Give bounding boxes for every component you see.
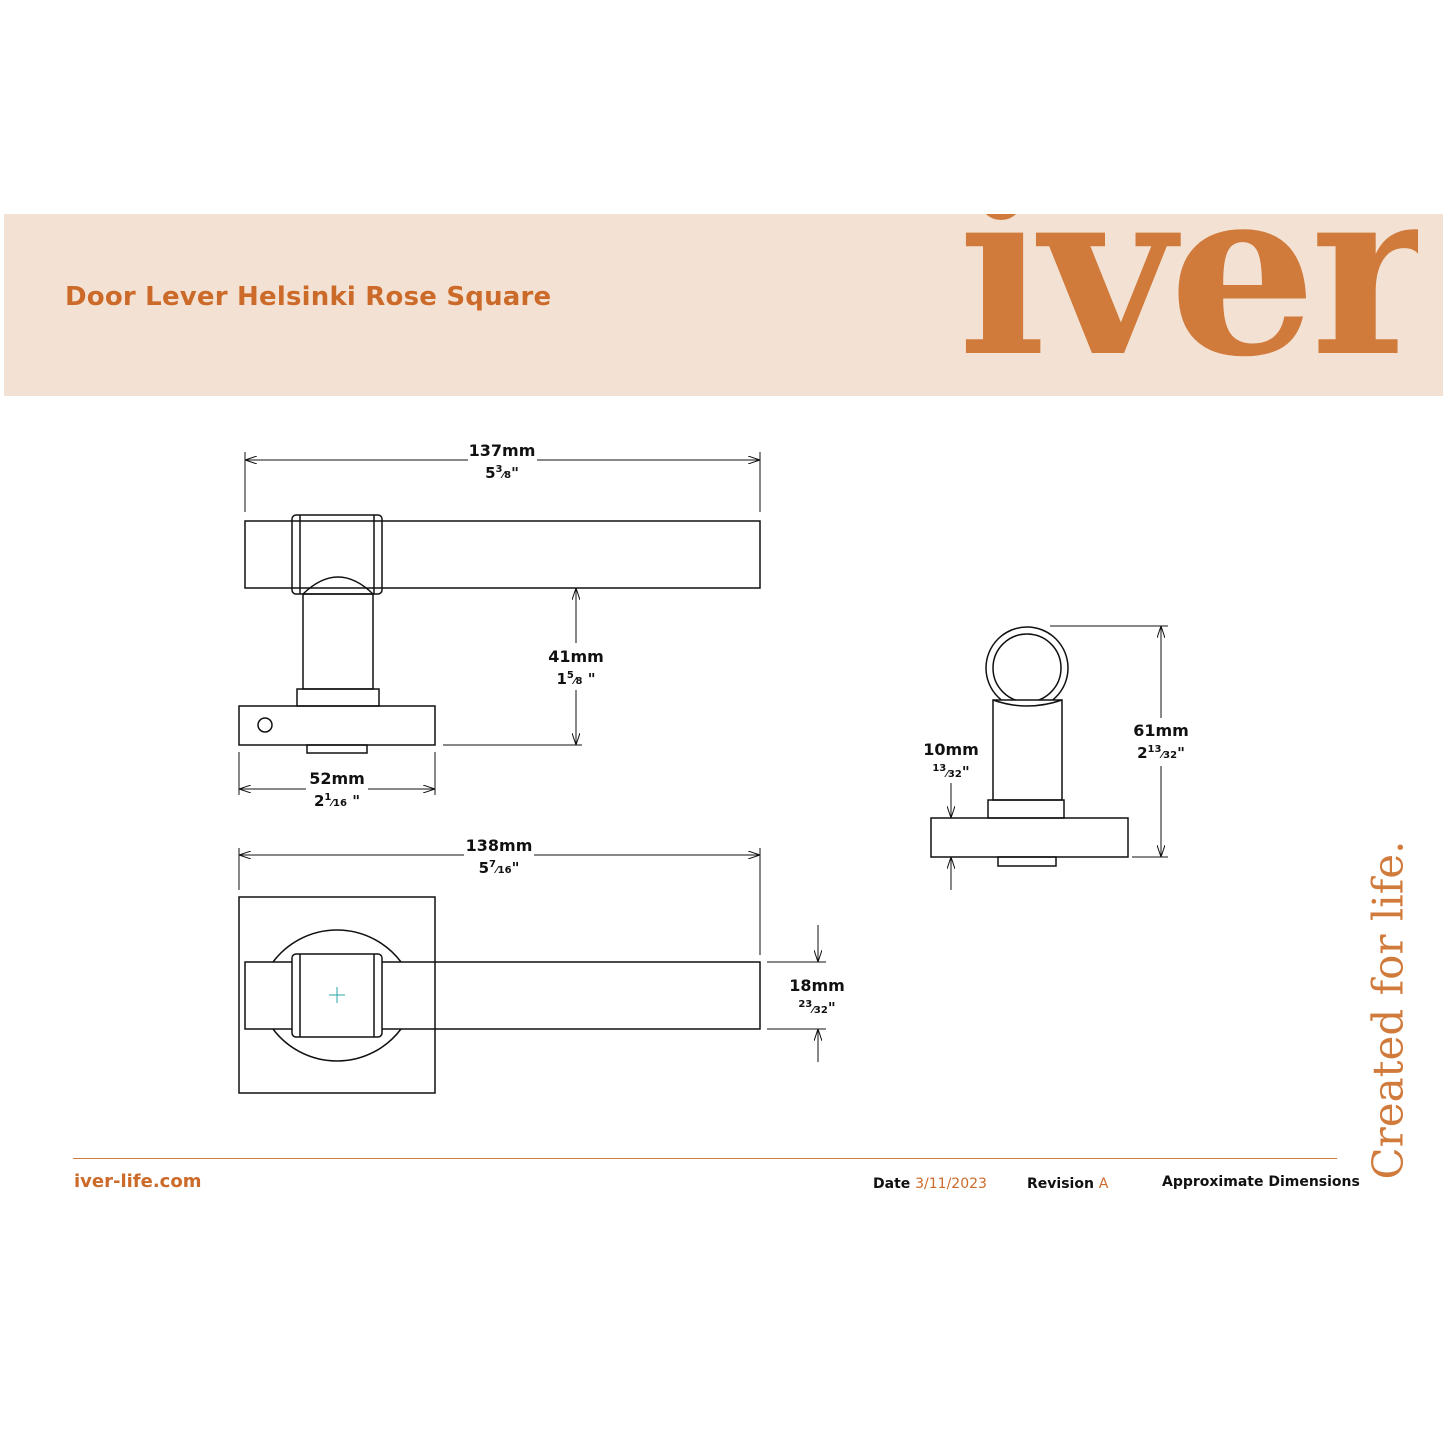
dim-52-metric: 52mm (309, 769, 365, 788)
approximate-note: Approximate Dimensions (1162, 1174, 1360, 1190)
revision-field: Revision A (1027, 1176, 1108, 1192)
rose-disc-top (272, 929, 402, 963)
dim-61-metric: 61mm (1133, 721, 1189, 740)
dim-41-imperial: 15⁄8 " (556, 670, 595, 688)
lever-bar-side (244, 520, 761, 589)
dim-18-imperial: 23⁄32" (798, 999, 835, 1017)
lever-neck (302, 593, 374, 690)
end-view (930, 626, 1129, 867)
revision-value: A (1098, 1176, 1109, 1192)
lever-end-inner (992, 633, 1062, 703)
lever-collar-side (291, 514, 383, 595)
dim-138-metric: 138mm (466, 836, 533, 855)
end-rose-step (987, 799, 1065, 819)
date-value: 3/11/2023 (915, 1176, 987, 1192)
tagline: Created for life. (1363, 840, 1413, 1180)
brand-logo: iver (958, 214, 1418, 396)
centre-mark (329, 987, 345, 1003)
rose-disc-bottom (272, 1028, 402, 1062)
logo-text: iver (958, 214, 1418, 396)
dim-52-imperial: 21⁄16 " (314, 792, 360, 810)
dim-10-metric: 10mm (923, 740, 979, 759)
dim-61-imperial: 213⁄32" (1137, 744, 1185, 762)
date-label: Date (873, 1176, 911, 1192)
header-banner (4, 214, 1443, 396)
dim-137-metric: 137mm (469, 441, 536, 460)
end-rose (930, 817, 1129, 858)
dim-10-imperial: 13⁄32" (932, 763, 969, 781)
end-spindle-plate (997, 856, 1057, 867)
rose-square (238, 896, 436, 1094)
dim-138-imperial: 57⁄16" (479, 859, 520, 877)
dim-18-metric: 18mm (789, 976, 845, 995)
lever-end-outer (985, 626, 1069, 710)
dim-41-metric: 41mm (548, 647, 604, 666)
lever-bar-plan (244, 961, 761, 1030)
side-view (238, 514, 761, 754)
date-field: Date 3/11/2023 (873, 1176, 987, 1192)
rose-side (238, 705, 436, 746)
grub-screw-hole (257, 717, 273, 733)
rose-step (296, 688, 380, 707)
end-neck (992, 699, 1063, 801)
website-link[interactable]: iver-life.com (74, 1171, 202, 1192)
revision-label: Revision (1027, 1176, 1094, 1192)
collar-curve (302, 576, 374, 595)
plan-view (238, 896, 761, 1094)
spindle-plate (306, 744, 368, 754)
footer-divider (73, 1158, 1337, 1159)
dim-137-imperial: 53⁄8" (485, 464, 519, 482)
page-title: Door Lever Helsinki Rose Square (65, 282, 552, 312)
